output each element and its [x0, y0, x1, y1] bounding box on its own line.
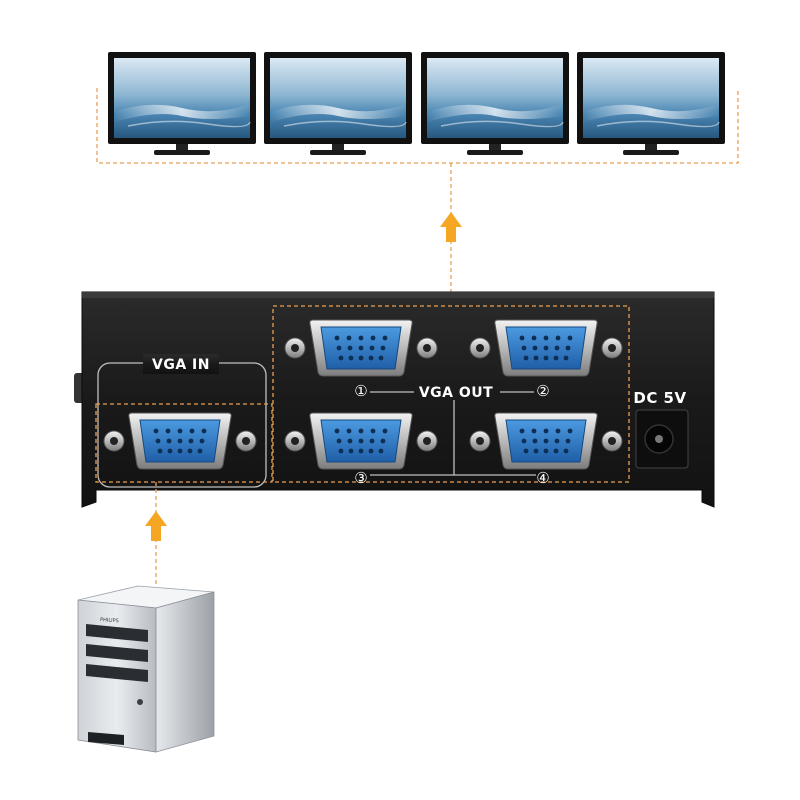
pc-brand-label: PHILIPS	[100, 617, 119, 624]
monitors-row	[107, 51, 726, 156]
pc-tower: PHILIPS	[77, 585, 215, 753]
monitor-4	[576, 51, 726, 156]
vga-splitter-device: VGA IN VGA OUT ① ② ③ ④ DC 5V	[74, 291, 715, 508]
dc-power-label: DC 5V	[633, 389, 686, 407]
up-arrow-icon-input	[145, 511, 167, 541]
up-arrow-icon	[440, 212, 462, 242]
monitors-bracket	[96, 88, 739, 164]
monitor-3	[420, 51, 570, 156]
vga-in-label: VGA IN	[152, 357, 210, 373]
port-number-2: ②	[536, 382, 549, 400]
vga-in-dashed-box	[95, 403, 273, 483]
vga-out-label: VGA OUT	[419, 385, 493, 401]
monitor-2	[263, 51, 413, 156]
monitor-1	[107, 51, 257, 156]
port-number-3: ③	[354, 469, 367, 487]
power-button-icon	[137, 699, 143, 705]
port-number-4: ④	[536, 469, 549, 487]
vga-out-dashed-box	[272, 305, 630, 483]
dc-power-jack	[635, 409, 689, 469]
port-number-1: ①	[354, 382, 367, 400]
